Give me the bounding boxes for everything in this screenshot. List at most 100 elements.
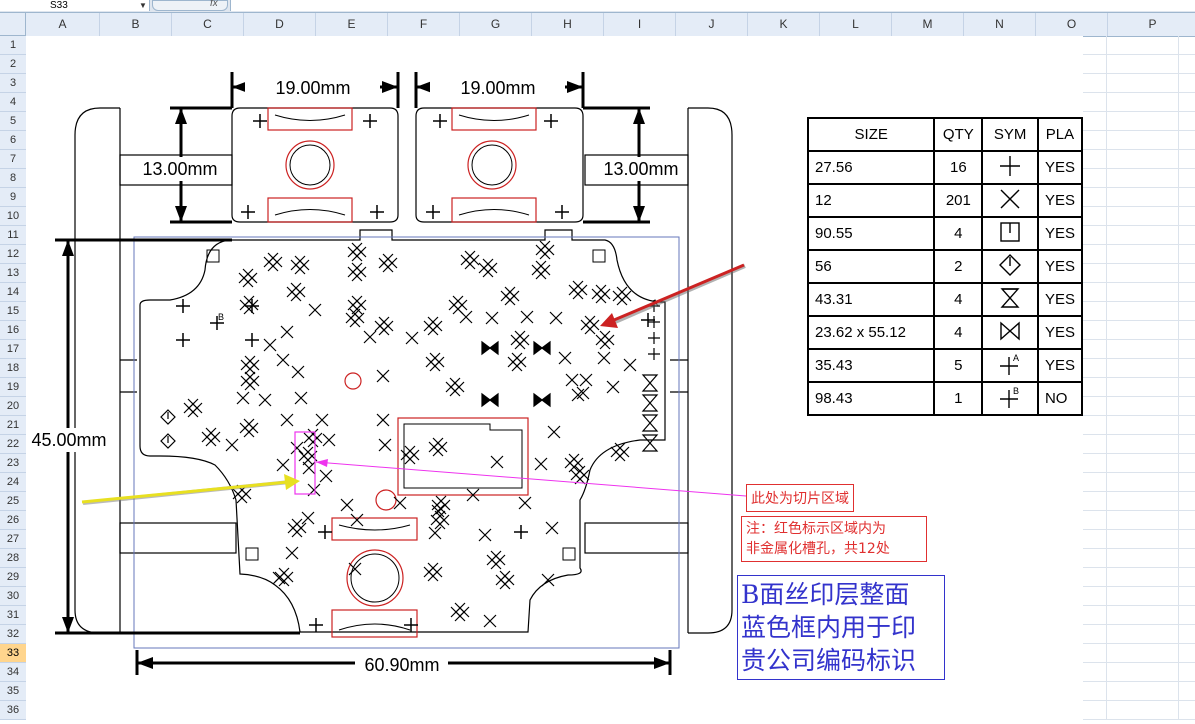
via-x-mark — [434, 518, 446, 530]
grid-line — [1083, 282, 1195, 283]
row-header-36[interactable]: 36 — [0, 701, 26, 720]
row-header-1[interactable]: 1 — [0, 36, 26, 55]
grid-line — [1083, 529, 1195, 530]
row-header-22[interactable]: 22 — [0, 435, 26, 454]
column-header-l[interactable]: L — [820, 13, 892, 36]
column-header-a[interactable]: A — [26, 13, 100, 36]
column-header-h[interactable]: H — [532, 13, 604, 36]
row-header-18[interactable]: 18 — [0, 359, 26, 378]
row-header-6[interactable]: 6 — [0, 131, 26, 150]
via-x-mark — [616, 294, 628, 306]
via-x-mark — [597, 351, 611, 365]
row-header-15[interactable]: 15 — [0, 302, 26, 321]
name-box[interactable]: S33 — [0, 0, 150, 11]
row-header-23[interactable]: 23 — [0, 454, 26, 473]
row-header-5[interactable]: 5 — [0, 112, 26, 131]
row-header-27[interactable]: 27 — [0, 530, 26, 549]
via-x-mark — [243, 426, 255, 438]
plus-a-icon: A — [1000, 353, 1019, 375]
row-header-24[interactable]: 24 — [0, 473, 26, 492]
via-x-mark — [623, 358, 637, 372]
row-header-12[interactable]: 12 — [0, 245, 26, 264]
via-x-mark — [302, 454, 314, 466]
column-header-j[interactable]: J — [676, 13, 748, 36]
column-header-c[interactable]: C — [172, 13, 244, 36]
legend-size: 43.31 — [807, 282, 936, 317]
row-header-9[interactable]: 9 — [0, 188, 26, 207]
via-x-mark — [236, 391, 250, 405]
column-header-e[interactable]: E — [316, 13, 388, 36]
legend-size: 56 — [807, 249, 936, 284]
grid-line — [1083, 92, 1195, 93]
column-header-n[interactable]: N — [964, 13, 1036, 36]
row-header-33[interactable]: 33 — [0, 644, 26, 663]
column-header-m[interactable]: M — [892, 13, 964, 36]
grid-line — [1083, 396, 1195, 397]
plus-mark — [176, 299, 190, 313]
plus-mark — [370, 205, 384, 219]
select-all-corner[interactable] — [0, 13, 26, 36]
row-header-14[interactable]: 14 — [0, 283, 26, 302]
dim-height: 45.00mm — [31, 430, 106, 450]
column-header-p[interactable]: P — [1108, 13, 1195, 36]
row-header-34[interactable]: 34 — [0, 663, 26, 682]
row-header-31[interactable]: 31 — [0, 606, 26, 625]
legend-qty: 4 — [933, 282, 984, 317]
via-x-mark — [290, 441, 304, 455]
row-header-19[interactable]: 19 — [0, 378, 26, 397]
row-header-3[interactable]: 3 — [0, 74, 26, 93]
column-header-k[interactable]: K — [748, 13, 820, 36]
formula-buttons[interactable] — [152, 0, 228, 11]
via-x-mark — [614, 450, 626, 462]
row-header-8[interactable]: 8 — [0, 169, 26, 188]
row-header-28[interactable]: 28 — [0, 549, 26, 568]
row-header-16[interactable]: 16 — [0, 321, 26, 340]
via-x-mark — [427, 562, 439, 574]
row-header-26[interactable]: 26 — [0, 511, 26, 530]
grid-line — [1083, 377, 1195, 378]
fx-icon[interactable]: fx — [210, 0, 218, 9]
row-header-17[interactable]: 17 — [0, 340, 26, 359]
row-header-21[interactable]: 21 — [0, 416, 26, 435]
chevron-down-icon[interactable]: ▼ — [139, 1, 147, 10]
via-x-mark — [290, 282, 302, 294]
via-x-mark — [351, 262, 363, 274]
column-header-d[interactable]: D — [244, 13, 316, 36]
row-header-2[interactable]: 2 — [0, 55, 26, 74]
column-header-i[interactable]: I — [604, 13, 676, 36]
row-header-35[interactable]: 35 — [0, 682, 26, 701]
row-header-11[interactable]: 11 — [0, 226, 26, 245]
column-header-g[interactable]: G — [460, 13, 532, 36]
via-x-mark — [449, 377, 461, 389]
row-header-30[interactable]: 30 — [0, 587, 26, 606]
via-x-mark — [427, 316, 439, 328]
row-header-13[interactable]: 13 — [0, 264, 26, 283]
formula-bar: S33 ▼ fx — [0, 0, 1195, 13]
formula-input[interactable] — [230, 0, 1195, 11]
row-header-20[interactable]: 20 — [0, 397, 26, 416]
via-x-mark — [428, 526, 442, 540]
via-x-mark — [405, 331, 419, 345]
column-header-b[interactable]: B — [100, 13, 172, 36]
row-header-7[interactable]: 7 — [0, 150, 26, 169]
legend-pla: NO — [1036, 381, 1083, 416]
via-x-mark — [225, 438, 239, 452]
plus-mark — [309, 618, 323, 632]
via-x-mark — [242, 268, 254, 280]
via-x-mark — [584, 323, 596, 335]
via-x-mark — [267, 260, 279, 272]
row-header-4[interactable]: 4 — [0, 93, 26, 112]
row-header-25[interactable]: 25 — [0, 492, 26, 511]
plus-a-mark — [648, 348, 660, 360]
row-header-32[interactable]: 32 — [0, 625, 26, 644]
column-header-f[interactable]: F — [388, 13, 460, 36]
grid-line — [1083, 586, 1195, 587]
via-x-mark — [541, 573, 555, 587]
row-header-29[interactable]: 29 — [0, 568, 26, 587]
row-header-10[interactable]: 10 — [0, 207, 26, 226]
column-header-o[interactable]: O — [1036, 13, 1108, 36]
dim-side-left: 13.00mm — [142, 159, 217, 179]
grid-line — [1083, 339, 1195, 340]
red-note-line-2: 非金属化槽孔，共12处 — [746, 541, 890, 557]
pcb-drawing-svg: 19.00mm 19.00mm 13.00mm 13.00mm 45.00mm … — [28, 72, 747, 676]
